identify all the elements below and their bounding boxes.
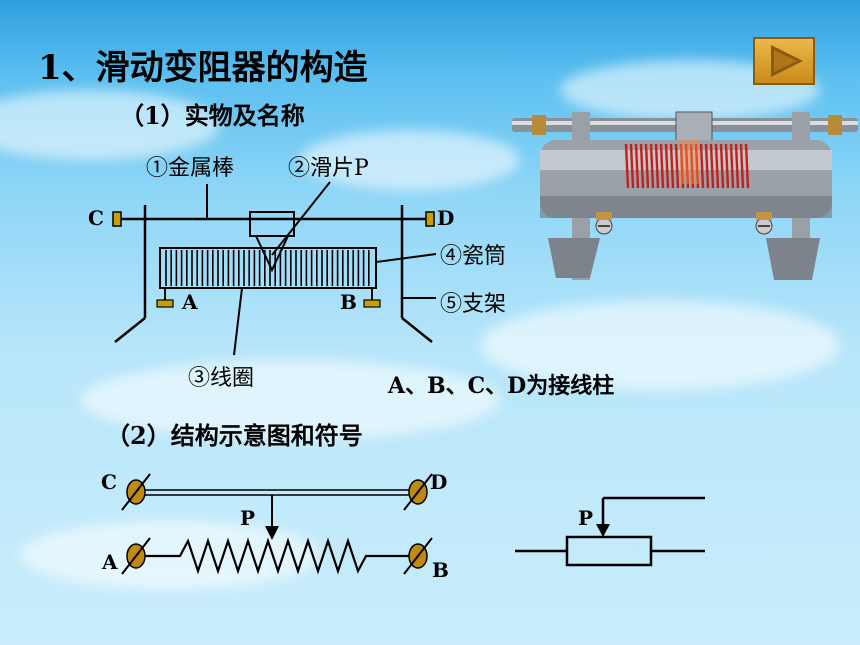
photo-coil-winding — [644, 143, 650, 189]
photo-coil-winding — [629, 143, 635, 189]
label-B: B — [340, 290, 357, 314]
terminal-B — [363, 299, 381, 308]
section1-heading: （1）实物及名称 — [120, 101, 305, 130]
section2-heading: （2）结构示意图和符号 — [106, 421, 363, 450]
photo-coil-winding — [669, 143, 675, 189]
photo-coil-winding — [734, 143, 740, 189]
rheostat-photo — [512, 111, 858, 280]
resistance-coil — [136, 537, 418, 575]
photo-coil-winding — [704, 143, 710, 189]
terminals-note: A、B、C、D为接线柱 — [388, 373, 615, 399]
photo-coil-winding — [694, 143, 700, 189]
label-coil: ③线圈 — [188, 366, 255, 391]
photo-coil-winding — [674, 143, 680, 189]
play-icon — [771, 45, 803, 77]
photo-coil-winding — [714, 143, 720, 189]
porcelain-tube — [159, 247, 377, 289]
diagram-label-D: D — [430, 470, 448, 494]
diagram-label-A: A — [102, 550, 118, 574]
diagram-label-C: C — [101, 470, 117, 494]
photo-coil-winding — [739, 143, 745, 189]
photo-coil-winding — [689, 143, 695, 189]
label-porcelain-tube: ④瓷筒 — [440, 244, 507, 269]
terminal-A — [156, 299, 174, 308]
rheostat-symbol — [515, 496, 705, 567]
page-title: 1、滑动变阻器的构造 — [38, 48, 368, 88]
photo-coil-winding — [624, 143, 630, 189]
photo-coil-winding — [639, 143, 645, 189]
photo-coil-winding — [659, 143, 665, 189]
label-metal-rod: ①金属棒 — [146, 156, 235, 181]
photo-coil-winding — [684, 143, 690, 189]
diagram-label-P: P — [240, 506, 256, 530]
photo-coil-winding — [664, 143, 670, 189]
photo-coil-winding — [709, 143, 715, 189]
photo-coil-winding — [654, 143, 660, 189]
photo-coil-winding — [679, 143, 685, 189]
photo-coil-winding — [719, 143, 725, 189]
label-D: D — [437, 206, 455, 230]
photo-coil-winding — [649, 143, 655, 189]
play-button[interactable] — [753, 37, 815, 85]
terminal-D — [425, 211, 435, 227]
label-bracket: ⑤支架 — [440, 292, 507, 317]
terminal-C — [112, 211, 122, 227]
label-A: A — [182, 290, 198, 314]
photo-coil-winding — [744, 143, 750, 189]
photo-coil-winding — [634, 143, 640, 189]
photo-coil-winding — [699, 143, 705, 189]
photo-coil-winding — [729, 143, 735, 189]
photo-coil-winding — [724, 143, 730, 189]
label-C: C — [88, 206, 104, 230]
symbol-label-P: P — [578, 506, 594, 530]
diagram-label-B: B — [432, 558, 449, 582]
slider — [249, 211, 295, 237]
label-slider: ②滑片P — [288, 156, 369, 181]
